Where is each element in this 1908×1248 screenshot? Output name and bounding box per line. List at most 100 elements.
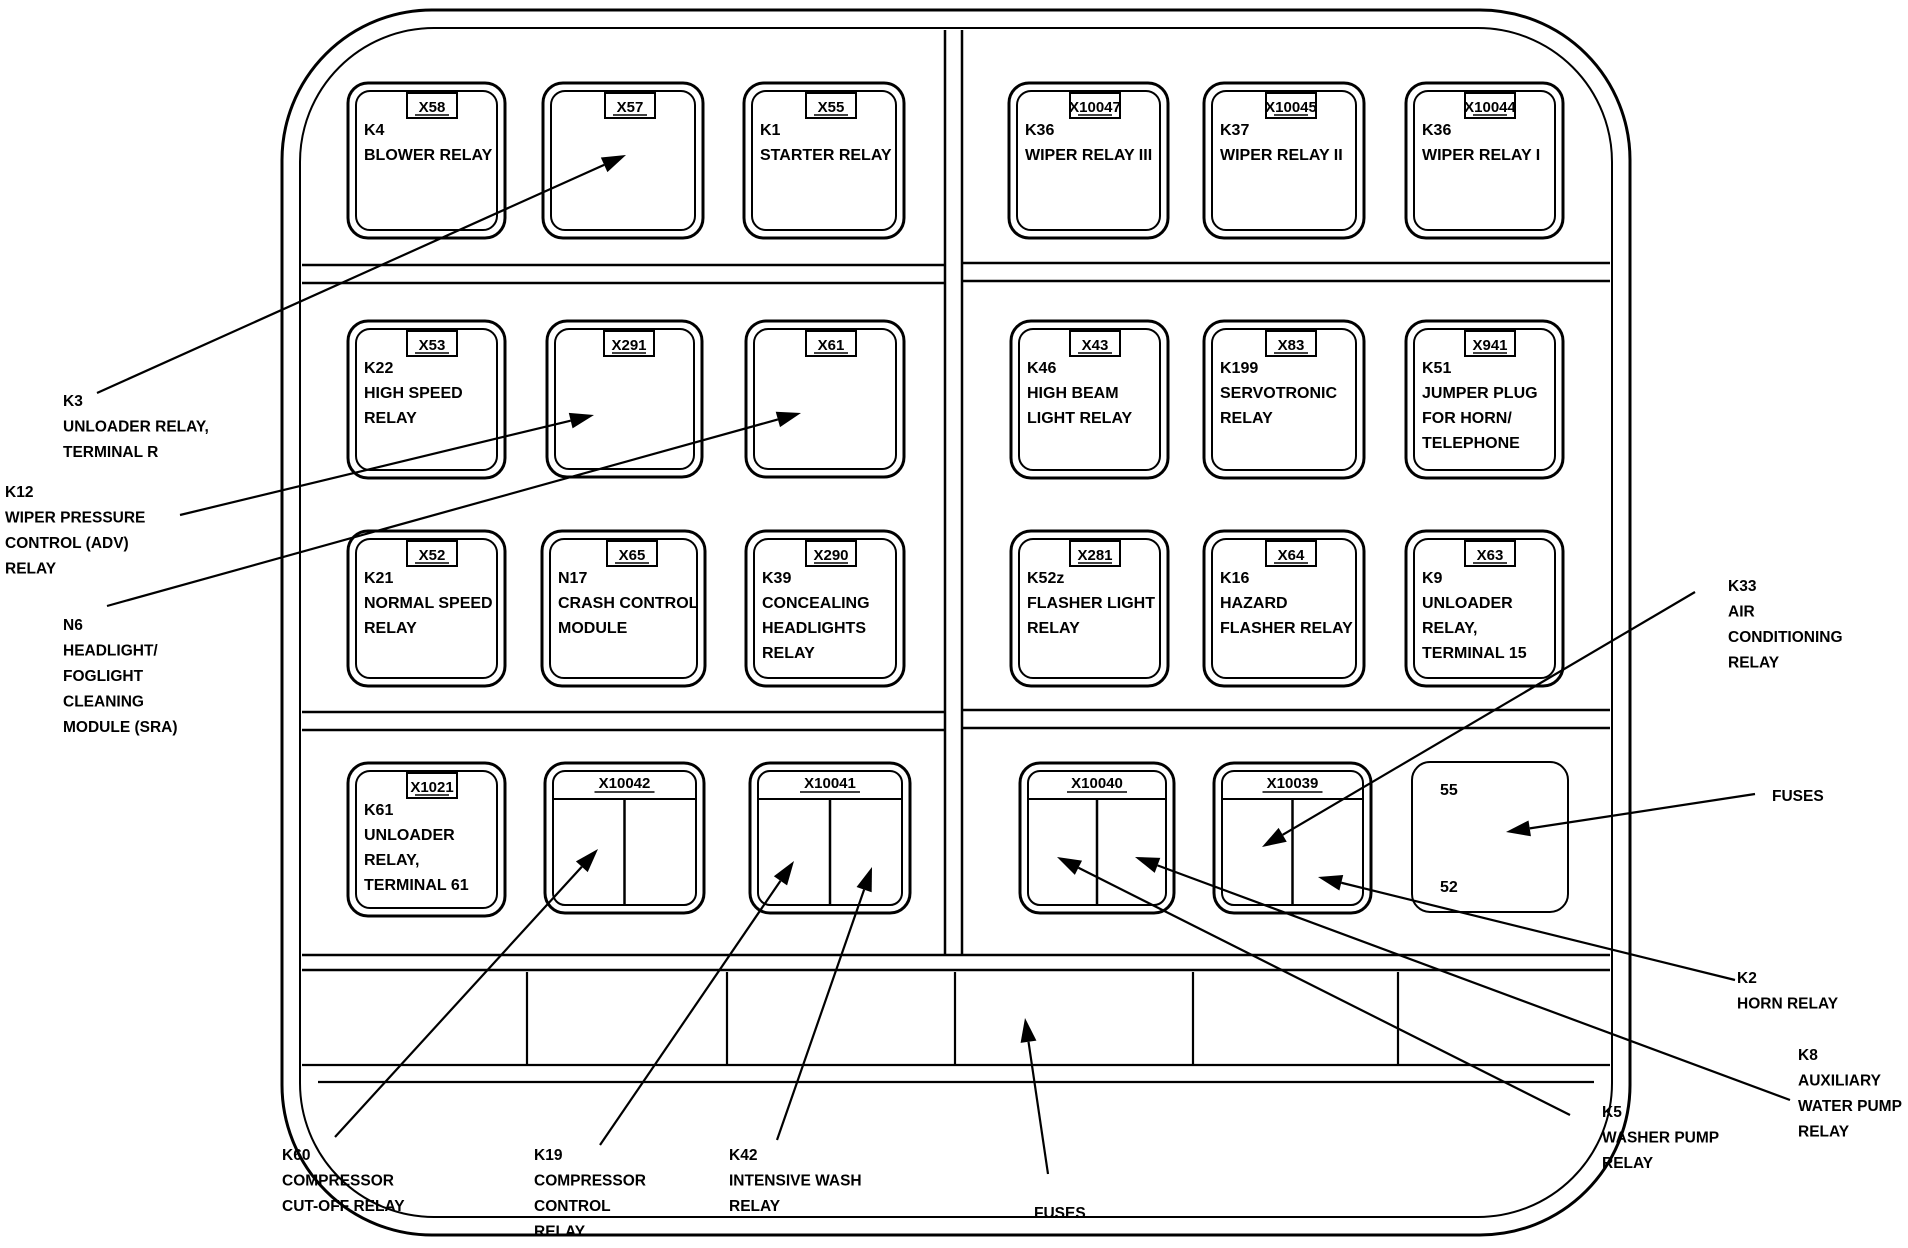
relay-label-line: WIPER RELAY II [1220,147,1343,164]
connector-label: X55 [818,99,845,116]
connector-label: X83 [1278,337,1305,354]
relay-label-line: RELAY [364,620,417,637]
callout-label-line: K19 [534,1147,563,1164]
relay-label-line: K1 [760,122,781,139]
relay-label-line: FLASHER RELAY [1220,620,1353,637]
leader-arrow [334,849,598,1138]
relay-socket: X61 [744,319,906,479]
callout-label-line: RELAY [1602,1155,1654,1172]
callout-label-line: UNLOADER RELAY, [63,419,209,436]
relay-label-line: RELAY [1220,410,1273,427]
callout-label-line: RELAY [5,561,57,578]
callout-label-line: RELAY [1728,655,1780,672]
callout-label-line: FUSES [1034,1205,1086,1222]
connector-label: X61 [818,337,845,354]
connector-label: X10044 [1464,99,1516,116]
callout-label-line: COMPRESSOR [534,1173,646,1190]
fuse-box-top-number: 55 [1440,782,1458,799]
relay-label-line: N17 [558,570,587,587]
relay-label-line: K199 [1220,360,1258,377]
relay-label-line: K51 [1422,360,1451,377]
callout-label-line: CONDITIONING [1728,629,1843,646]
callout-label-line: WASHER PUMP [1602,1130,1719,1147]
callout-label-line: N6 [63,617,83,634]
connector-label: X52 [419,547,446,564]
relay-label-line: TERMINAL 15 [1422,645,1527,662]
callout-label-line: WATER PUMP [1798,1098,1902,1115]
fuse-box-55-52: 55 52 [1411,761,1569,913]
connector-label: X65 [619,547,646,564]
callout-label-line: RELAY [1798,1124,1850,1141]
callout-label-line: K42 [729,1147,757,1164]
relay-label-line: K21 [364,570,393,587]
callout-label-line: TERMINAL R [63,444,158,461]
connector-label: X64 [1278,547,1305,564]
callout-label-line: K2 [1737,970,1757,987]
relay-label-line: HAZARD [1220,595,1288,612]
connector-label: X10042 [599,775,651,792]
relay-label-line: RELAY, [1422,620,1477,637]
leader-arrow [1506,792,1756,837]
callout-label-line: MODULE (SRA) [63,719,178,736]
relay-label-line: K39 [762,570,791,587]
leader-arrow [179,412,594,517]
relay-label-line: LIGHT RELAY [1027,410,1133,427]
callout-label-line: AIR [1728,604,1755,621]
relay-socket: X10041 [748,761,912,915]
callout-label: FUSES [1034,1205,1086,1222]
callout-label-line: INTENSIVE WASH [729,1173,862,1190]
callout-label-line: K33 [1728,578,1757,595]
callout-label-line: RELAY [729,1198,781,1215]
callout-label-line: CONTROL [534,1198,611,1215]
callout-label-line: CONTROL (ADV) [5,535,129,552]
leader-arrow [1262,591,1696,847]
relay-label-line: RELAY [1027,620,1080,637]
relay-label-line: RELAY [364,410,417,427]
callout-label-line: CUT-OFF RELAY [282,1198,405,1215]
relay-label-line: K61 [364,802,393,819]
relay-label-line: TELEPHONE [1422,435,1520,452]
relay-label-line: FLASHER LIGHT [1027,595,1155,612]
relay-label-line: STARTER RELAY [760,147,892,164]
connector-label: X281 [1077,547,1112,564]
relay-label-line: HEADLIGHTS [762,620,866,637]
leader-arrow [1057,857,1571,1116]
relay-label-line: K37 [1220,122,1249,139]
leader-arrow [106,411,801,608]
relay-label-line: HIGH BEAM [1027,385,1119,402]
leader-arrow [1020,1018,1050,1175]
connector-label: X291 [611,337,646,354]
callout-label-line: K60 [282,1147,310,1164]
leader-arrow [1318,874,1736,982]
arrow-layer [96,155,1791,1175]
relay-label-line: WIPER RELAY III [1025,147,1152,164]
callout-label-line: WIPER PRESSURE [5,510,145,527]
leader-arrow [1135,857,1791,1102]
relay-label-line: RELAY [762,645,815,662]
callout-label-line: FUSES [1772,788,1824,805]
callout-label-line: AUXILIARY [1798,1073,1882,1090]
relay-label-line: K36 [1025,122,1054,139]
